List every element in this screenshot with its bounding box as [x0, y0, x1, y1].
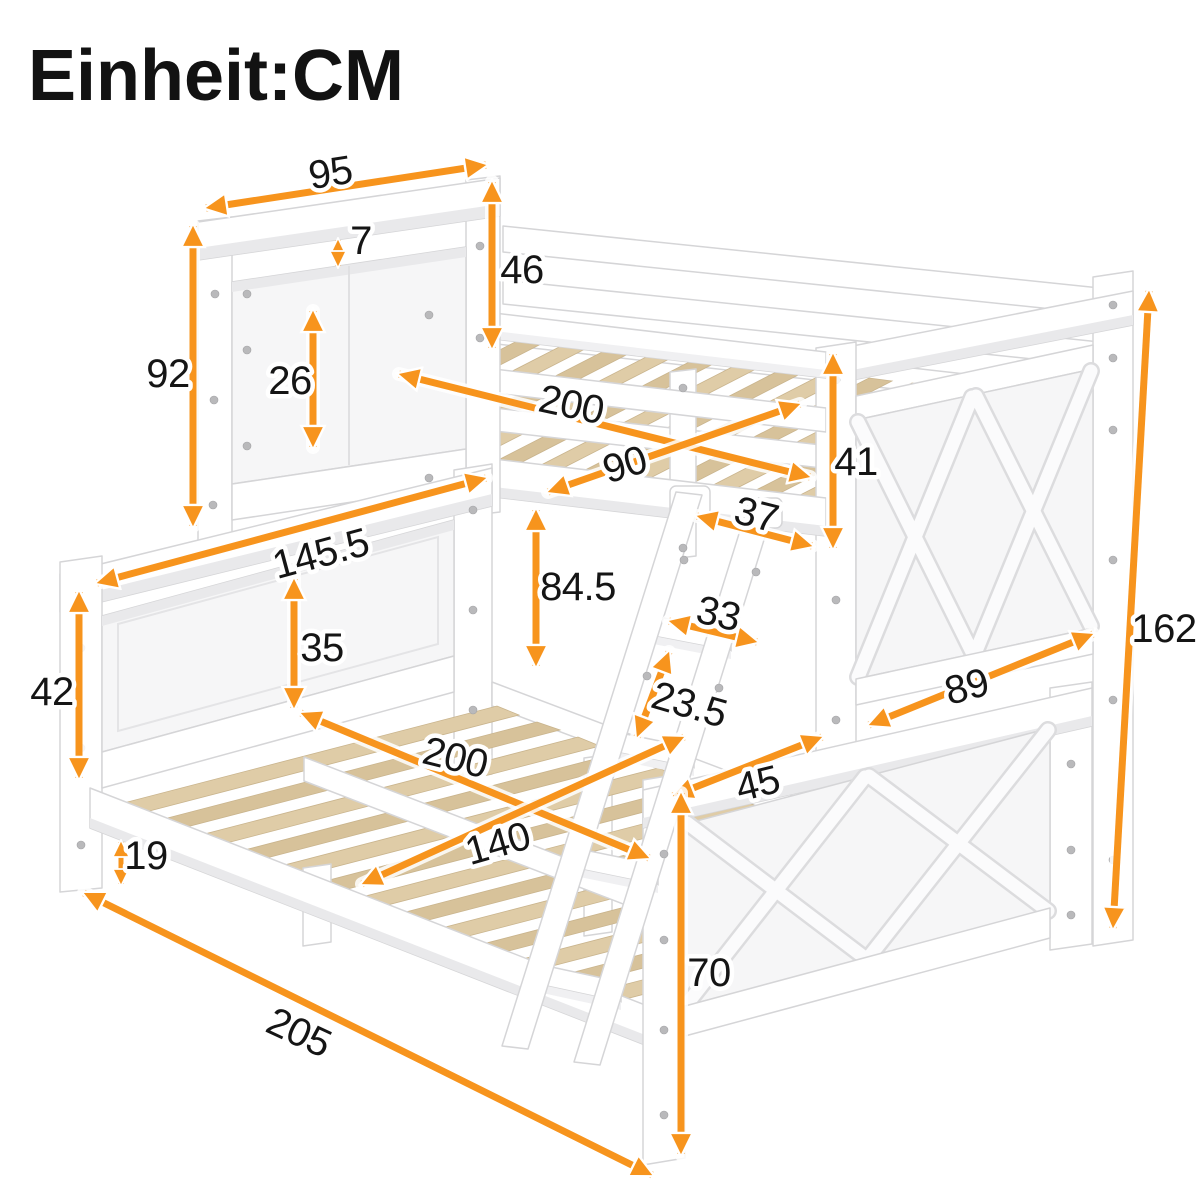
dim-label-upper-guard-height: 46 — [500, 248, 544, 292]
dim-label-lower-headboard-height: 42 — [30, 670, 74, 714]
dim-label-lower-footboard-height: 70 — [687, 951, 731, 995]
dim-label-upper-headboard-width: 95 — [306, 148, 356, 198]
dim-arrow-ladder-foot-offset — [666, 730, 829, 803]
dim-label-upper-headboard-height: 92 — [146, 352, 190, 396]
dim-arrow-total-length — [77, 886, 659, 1182]
dim-label-total-height: 162 — [1131, 607, 1196, 651]
dim-arrow-ladder-top-depth — [690, 516, 819, 546]
footboard-x-braces — [678, 721, 1057, 1013]
dim-label-guardrail-gap: 26 — [268, 359, 312, 403]
dim-arrow-upper-headboard-width — [199, 165, 493, 208]
dim-arrow-lower-footboard-width — [862, 627, 1100, 732]
dimension-arrows — [77, 165, 1149, 1182]
dim-arrow-upper-bed-width — [541, 397, 807, 499]
dim-arrow-total-height — [1113, 284, 1149, 935]
dim-label-upper-rail-gap: 7 — [350, 219, 372, 263]
dim-arrow-lower-bed-width — [355, 730, 691, 891]
dim-arrow-lower-headboard-width — [90, 478, 493, 583]
dim-label-guard-above-deck: 41 — [834, 440, 878, 484]
dim-label-bunk-clearance: 84.5 — [540, 565, 616, 609]
unit-label: Einheit:CM — [28, 36, 404, 116]
dim-label-lower-leg-height: 19 — [124, 834, 168, 878]
dim-arrow-ladder-step-width — [662, 621, 764, 642]
dim-label-lower-panel-height: 35 — [300, 626, 344, 670]
lower-footboard — [642, 681, 1093, 1166]
upper-headboard-x-braces — [849, 362, 1100, 686]
